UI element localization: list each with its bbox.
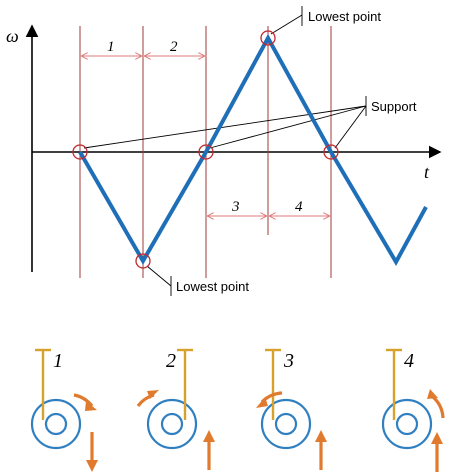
lowest-point-bottom-callout: Lowest point bbox=[146, 265, 249, 296]
x-axis-label: t bbox=[424, 162, 430, 182]
support-marker bbox=[198, 144, 214, 160]
motion-arrow-head bbox=[203, 430, 215, 442]
wheel-1: 1 bbox=[30, 348, 98, 472]
wheel-outer-ring bbox=[260, 398, 312, 450]
wheel-2: 2 bbox=[136, 348, 215, 470]
y-axis-label: ω bbox=[6, 26, 19, 46]
lowest-leader bbox=[146, 265, 172, 287]
interval-label-4: 4 bbox=[295, 199, 303, 215]
spin-arrow-icon bbox=[73, 393, 94, 408]
spin-arrow-head bbox=[147, 390, 159, 399]
lowest-point-top-label: Lowest point bbox=[308, 9, 381, 24]
lowest-leader bbox=[270, 14, 303, 35]
support-marker bbox=[72, 144, 88, 160]
support-leader bbox=[209, 105, 367, 149]
angular-velocity-wave bbox=[78, 33, 428, 267]
interval-label-2: 2 bbox=[170, 39, 178, 55]
interval-dimensions: 1 2 3 4 bbox=[82, 39, 329, 216]
wheel-outer-ring bbox=[146, 398, 198, 450]
wheel-inner-ring bbox=[160, 412, 184, 436]
interval-label-3: 3 bbox=[231, 199, 240, 215]
wheel-outer-ring bbox=[30, 398, 82, 450]
spin-arrow-head bbox=[256, 397, 268, 408]
support-marker bbox=[323, 144, 339, 160]
support-leaders: Support bbox=[83, 96, 417, 149]
markers bbox=[72, 30, 339, 269]
support-label: Support bbox=[371, 99, 417, 114]
support-leader bbox=[83, 105, 367, 149]
motion-arrow-head bbox=[86, 460, 98, 472]
wheel-inner-ring bbox=[395, 412, 419, 436]
motion-arrow-head bbox=[315, 430, 327, 442]
lowest-point-top-callout: Lowest point bbox=[270, 6, 381, 35]
motion-arrow-head bbox=[431, 432, 443, 444]
wheel-label-2: 2 bbox=[166, 350, 176, 372]
wheel-inner-ring bbox=[274, 412, 298, 436]
wheel-label-3: 3 bbox=[283, 350, 294, 372]
wheel-4: 4 bbox=[381, 348, 445, 472]
spin-arrow-head bbox=[85, 401, 97, 411]
wheel-3: 3 bbox=[256, 348, 327, 470]
axes: ω t bbox=[6, 24, 442, 272]
wheel-label-1: 1 bbox=[53, 350, 63, 372]
spin-arrow-icon bbox=[431, 395, 445, 419]
lowest-point-marker bbox=[135, 253, 151, 269]
interval-label-1: 1 bbox=[107, 39, 115, 55]
lowest-point-bottom-label: Lowest point bbox=[176, 279, 249, 294]
support-leader bbox=[334, 105, 367, 149]
wheel-label-4: 4 bbox=[404, 350, 414, 372]
wheel-inner-ring bbox=[44, 412, 68, 436]
lowest-point-marker bbox=[260, 30, 276, 46]
spin-arrow-head bbox=[427, 389, 438, 399]
wheel-outer-ring bbox=[381, 398, 433, 450]
